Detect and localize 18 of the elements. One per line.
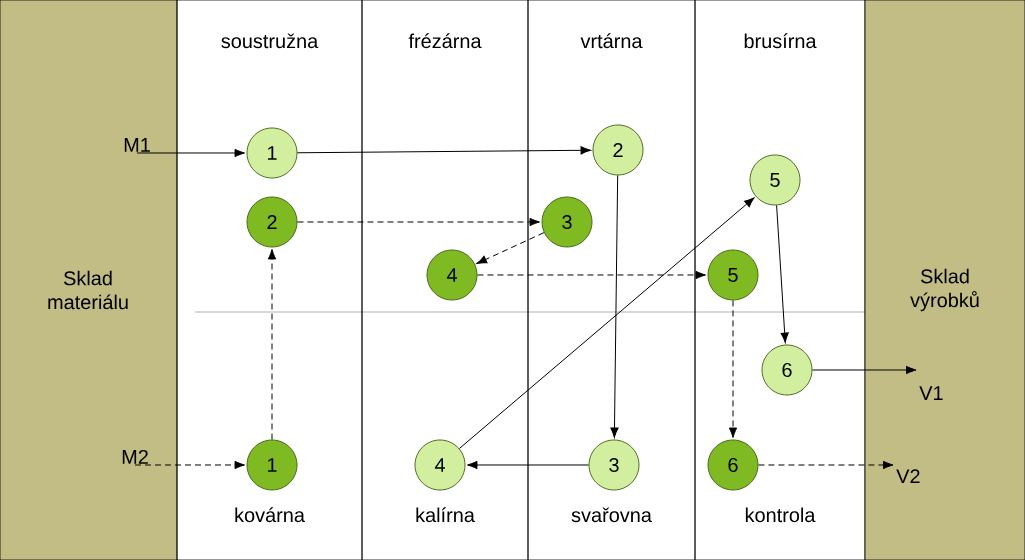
flow-arrow [757, 460, 894, 470]
flow-arrow [467, 460, 590, 470]
flow-arrow [296, 146, 591, 155]
flow-arrow [776, 204, 789, 344]
flow-arrow [136, 148, 245, 158]
flow-arrow [811, 365, 917, 375]
flow-arrow [476, 270, 706, 280]
flow-label: V2 [896, 469, 920, 484]
flow-arrow [458, 197, 755, 449]
flow-label: V1 [919, 386, 943, 400]
flow-arrow [728, 299, 738, 438]
flow-label: M2 [122, 449, 148, 464]
flow-label: M1 [124, 138, 150, 152]
flow-arrow [610, 174, 619, 438]
flow-arrow [267, 249, 277, 441]
flow-arrow [134, 460, 245, 470]
flow-arrow [296, 217, 540, 227]
flow-arrow [476, 232, 545, 264]
